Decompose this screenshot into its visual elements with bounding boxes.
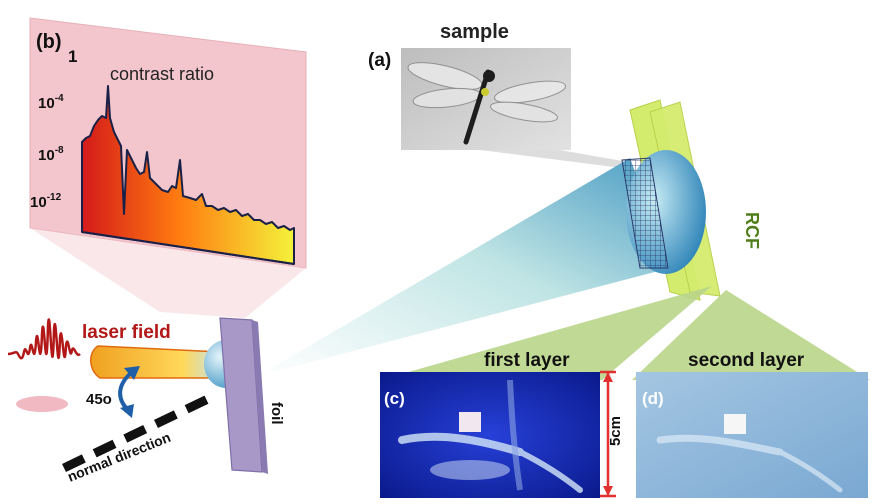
- laser-field-label: laser field: [82, 322, 171, 343]
- panel-b-label: (b): [36, 31, 62, 53]
- contrast-tick-2: 10-4: [38, 93, 64, 112]
- scale-bar: [600, 370, 616, 498]
- dragonfly-icon: [407, 62, 566, 145]
- contrast-title: contrast ratio: [110, 64, 214, 84]
- contrast-spectrum: [81, 85, 295, 265]
- second-layer-image: [636, 372, 868, 498]
- first-layer-label: first layer: [484, 350, 570, 371]
- panel-c-label: (c): [384, 389, 405, 408]
- pulse-shadow: [16, 396, 68, 412]
- scale-label: 5cm: [607, 416, 624, 446]
- panel-a-label: (a): [368, 50, 391, 71]
- proton-beam-cone: [258, 158, 670, 376]
- second-layer-dragonfly: [656, 434, 843, 493]
- panel-d-label: (d): [642, 389, 664, 408]
- sample-label: sample: [440, 21, 509, 43]
- angle-arrow-head-top: [124, 366, 140, 380]
- normal-direction-line: [62, 393, 212, 473]
- first-layer-marker: [459, 412, 481, 432]
- laser-beam: [90, 345, 223, 379]
- panel-connector: [30, 228, 306, 318]
- contrast-tick-3: 10-8: [38, 145, 64, 164]
- foil-edge: [252, 320, 268, 474]
- first-layer-wedge: [380, 286, 712, 380]
- spectrum-baseline: [81, 231, 295, 265]
- angle-arrow-head-bottom: [120, 404, 134, 418]
- second-layer-wedge: [632, 290, 870, 380]
- angle-label: 45o: [86, 391, 112, 408]
- laser-pulse-wave: [7, 318, 81, 360]
- photo-connector: [480, 150, 628, 168]
- contrast-tick-4: 10-12: [30, 192, 62, 211]
- second-layer-marker: [724, 414, 746, 434]
- mesh-grid: [621, 157, 669, 269]
- first-layer-dragonfly: [398, 379, 583, 493]
- second-layer-label: second layer: [688, 350, 805, 371]
- contrast-tick-1: 1: [68, 47, 77, 66]
- rcf-label: RCF: [742, 212, 762, 249]
- foil-label: foil: [268, 402, 285, 425]
